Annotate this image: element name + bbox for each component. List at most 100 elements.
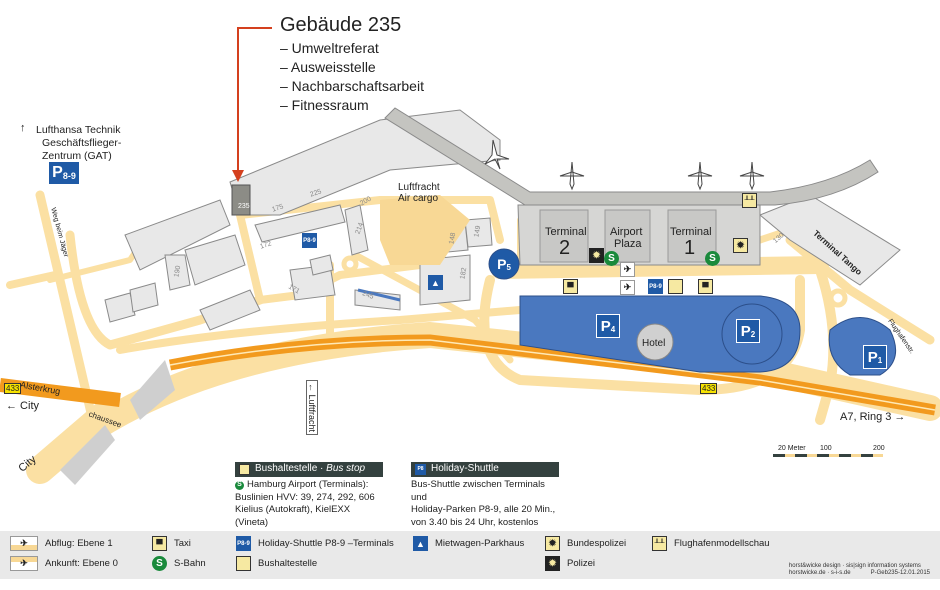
legend-item-sbahn: S S-Bahn xyxy=(152,556,206,571)
legend-item-arrival: ✈ Ankunft: Ebene 0 xyxy=(10,556,118,571)
taxi-icon: ▀ xyxy=(563,279,578,294)
shuttle-info-line: Holiday-Parken P8-9, alle 20 Min., xyxy=(411,504,556,515)
up-arrow-icon: ↑ xyxy=(20,122,26,134)
legend-item-car-rental: ▲ Mietwagen-Parkhaus xyxy=(413,536,524,551)
shuttle-stop-icon: P8-9 xyxy=(302,233,317,248)
bus-info-line: Kielius (Autokraft), KielEXX (Vineta) xyxy=(235,504,351,528)
shuttle-stop-icon: P8-9 xyxy=(648,279,663,294)
legend-label: S-Bahn xyxy=(174,558,206,569)
plaza-label: Plaza xyxy=(614,238,642,250)
parking-number: 4 xyxy=(610,324,616,334)
a7-direction: A7, Ring 3 → xyxy=(840,411,906,423)
building-235 xyxy=(231,184,251,216)
building-item: – Ausweisstelle xyxy=(280,59,376,75)
credits-line: horstwicke.de · s-i-s.de xyxy=(788,570,851,576)
legend-label: Mietwagen-Parkhaus xyxy=(435,538,525,549)
legend-item-shuttle: P8-9 Holiday-Shuttle P8-9 –Terminals xyxy=(236,536,394,551)
legend-label: Bundespolizei xyxy=(567,538,627,549)
parking-letter: P xyxy=(867,348,878,366)
police-icon: ✹ xyxy=(545,556,560,571)
bus-stop-icon xyxy=(668,279,683,294)
parking-letter: P xyxy=(740,322,751,340)
city-direction: ← City xyxy=(6,400,39,412)
scale-bar xyxy=(773,454,883,457)
building-number: 235 xyxy=(238,203,250,210)
gat-label: Lufthansa Technik xyxy=(36,124,121,136)
terminal2-label: Terminal xyxy=(545,226,587,238)
departure-icon: ✈ xyxy=(10,536,38,551)
luftfracht-direction: ← Luftfracht xyxy=(306,380,318,436)
map-legend: ✈ Abflug: Ebene 1 ✈ Ankunft: Ebene 0 ▀ T… xyxy=(0,531,940,579)
legend-label: Polizei xyxy=(567,558,595,569)
legend-item-federal-police: ✹ Bundespolizei xyxy=(545,536,626,551)
bus-info-title: Bushaltestelle · xyxy=(255,463,327,475)
scale-label: 20 Meter xyxy=(778,445,806,452)
legend-label: Taxi xyxy=(174,538,191,549)
parking-number: 1 xyxy=(877,355,883,365)
legend-item-police: ✹ Polizei xyxy=(545,556,595,571)
hotel-label: Hotel xyxy=(642,338,666,349)
taxi-icon: ▀ xyxy=(152,536,167,551)
scale-label: 200 xyxy=(873,445,885,452)
map-id: P-Geb235-12.01.2015 xyxy=(870,570,930,576)
road-number-badge: 433 xyxy=(4,383,22,394)
parking-letter: P xyxy=(52,164,63,181)
shuttle-icon: P8 xyxy=(415,464,426,475)
legend-label: Ankunft: Ebene 0 xyxy=(45,558,118,569)
road-number-badge: 433 xyxy=(700,383,718,394)
scale-label: 100 xyxy=(820,445,832,452)
car-rental-icon: ▲ xyxy=(428,275,443,290)
bus-stop-icon xyxy=(239,464,250,475)
federal-police-icon: ✹ xyxy=(733,238,748,253)
legend-item-departure: ✈ Abflug: Ebene 1 xyxy=(10,536,113,551)
police-icon: ✹ xyxy=(589,248,604,263)
bus-info-box: Bushaltestelle · Bus stop S Hamburg Airp… xyxy=(235,462,383,529)
building-item: – Nachbarschaftsarbeit xyxy=(280,78,424,94)
shuttle-icon: P8-9 xyxy=(236,536,251,551)
sbahn-icon: S xyxy=(152,556,167,571)
parking-letter: P xyxy=(600,317,611,335)
model-show-icon: ╨╨ xyxy=(652,536,667,551)
legend-label: Flughafenmodellschau xyxy=(674,538,770,549)
building-item: – Fitnessraum xyxy=(280,97,369,113)
building-title: Gebäude 235 xyxy=(280,14,402,36)
arrival-icon: ✈ xyxy=(620,280,635,295)
parking-letter: P xyxy=(497,256,507,272)
bus-info-line: Hamburg Airport (Terminals): xyxy=(247,479,369,490)
shuttle-info-title: Holiday-Shuttle xyxy=(431,463,499,475)
arrival-icon: ✈ xyxy=(10,556,38,571)
federal-police-icon: ✹ xyxy=(545,536,560,551)
sbahn-icon: S xyxy=(235,480,244,490)
departure-icon: ✈ xyxy=(620,262,635,277)
building-item: – Umweltreferat xyxy=(280,40,379,56)
bus-info-title-en: Bus stop xyxy=(326,463,366,475)
shuttle-info-line: Bus-Shuttle zwischen Terminals und xyxy=(411,479,545,503)
taxi-icon: ▀ xyxy=(698,279,713,294)
terminal1-number: 1 xyxy=(684,237,696,259)
legend-label: Bushaltestelle xyxy=(258,558,318,569)
terminal1-label: Terminal xyxy=(670,226,712,238)
shuttle-info-box: P8 Holiday-Shuttle Bus-Shuttle zwischen … xyxy=(411,462,559,529)
plaza-label: Airport xyxy=(610,226,643,238)
buildings xyxy=(104,109,901,331)
parking-number: 8-9 xyxy=(62,171,76,181)
car-rental-icon: ▲ xyxy=(413,536,428,551)
bus-info-header: Bushaltestelle · Bus stop xyxy=(235,462,383,477)
parking-number: 5 xyxy=(506,262,511,272)
credits-line: horst&wicke design · sis|sign informatio… xyxy=(788,563,921,569)
credits: horst&wicke design · sis|sign informatio… xyxy=(789,563,930,577)
model-show-icon: ╨╨ xyxy=(742,193,757,208)
sbahn-icon: S xyxy=(705,251,720,266)
legend-item-model-show: ╨╨ Flughafenmodellschau xyxy=(652,536,770,551)
bus-icon xyxy=(236,556,251,571)
cargo-label: Luftfracht xyxy=(398,182,440,193)
sbahn-icon: S xyxy=(604,251,619,266)
shuttle-info-header: P8 Holiday-Shuttle xyxy=(411,462,559,477)
legend-item-bus: Bushaltestelle xyxy=(236,556,317,571)
cargo-label-en: Air cargo xyxy=(398,193,439,204)
